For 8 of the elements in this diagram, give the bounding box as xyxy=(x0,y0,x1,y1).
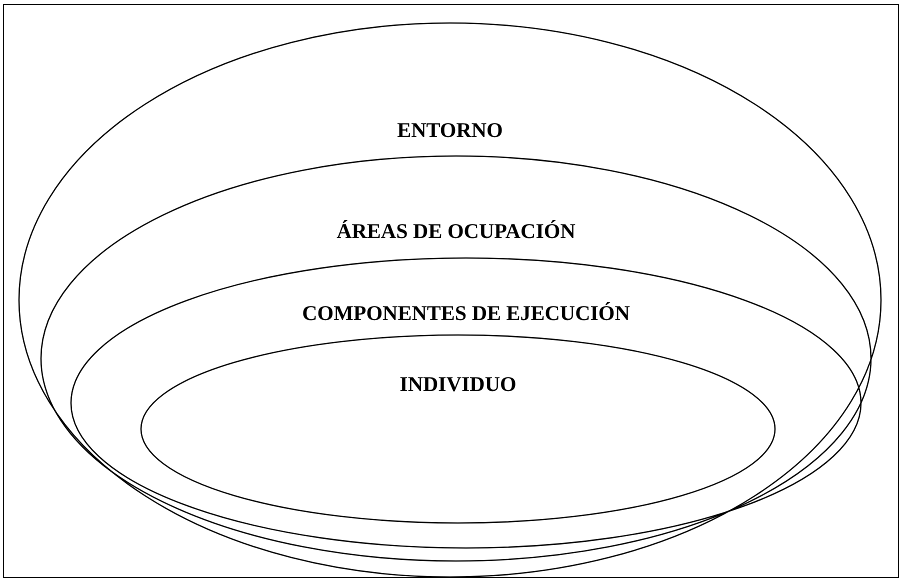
ellipse-region xyxy=(140,334,776,524)
region-label: COMPONENTES DE EJECUCIÓN xyxy=(302,301,630,326)
ellipse-region xyxy=(18,22,882,578)
region-label: INDIVIDUO xyxy=(400,372,516,397)
region-label: ÁREAS DE OCUPACIÓN xyxy=(336,219,576,244)
region-label: ENTORNO xyxy=(397,118,503,143)
ellipse-region xyxy=(40,155,872,562)
ellipse-region xyxy=(70,257,862,549)
